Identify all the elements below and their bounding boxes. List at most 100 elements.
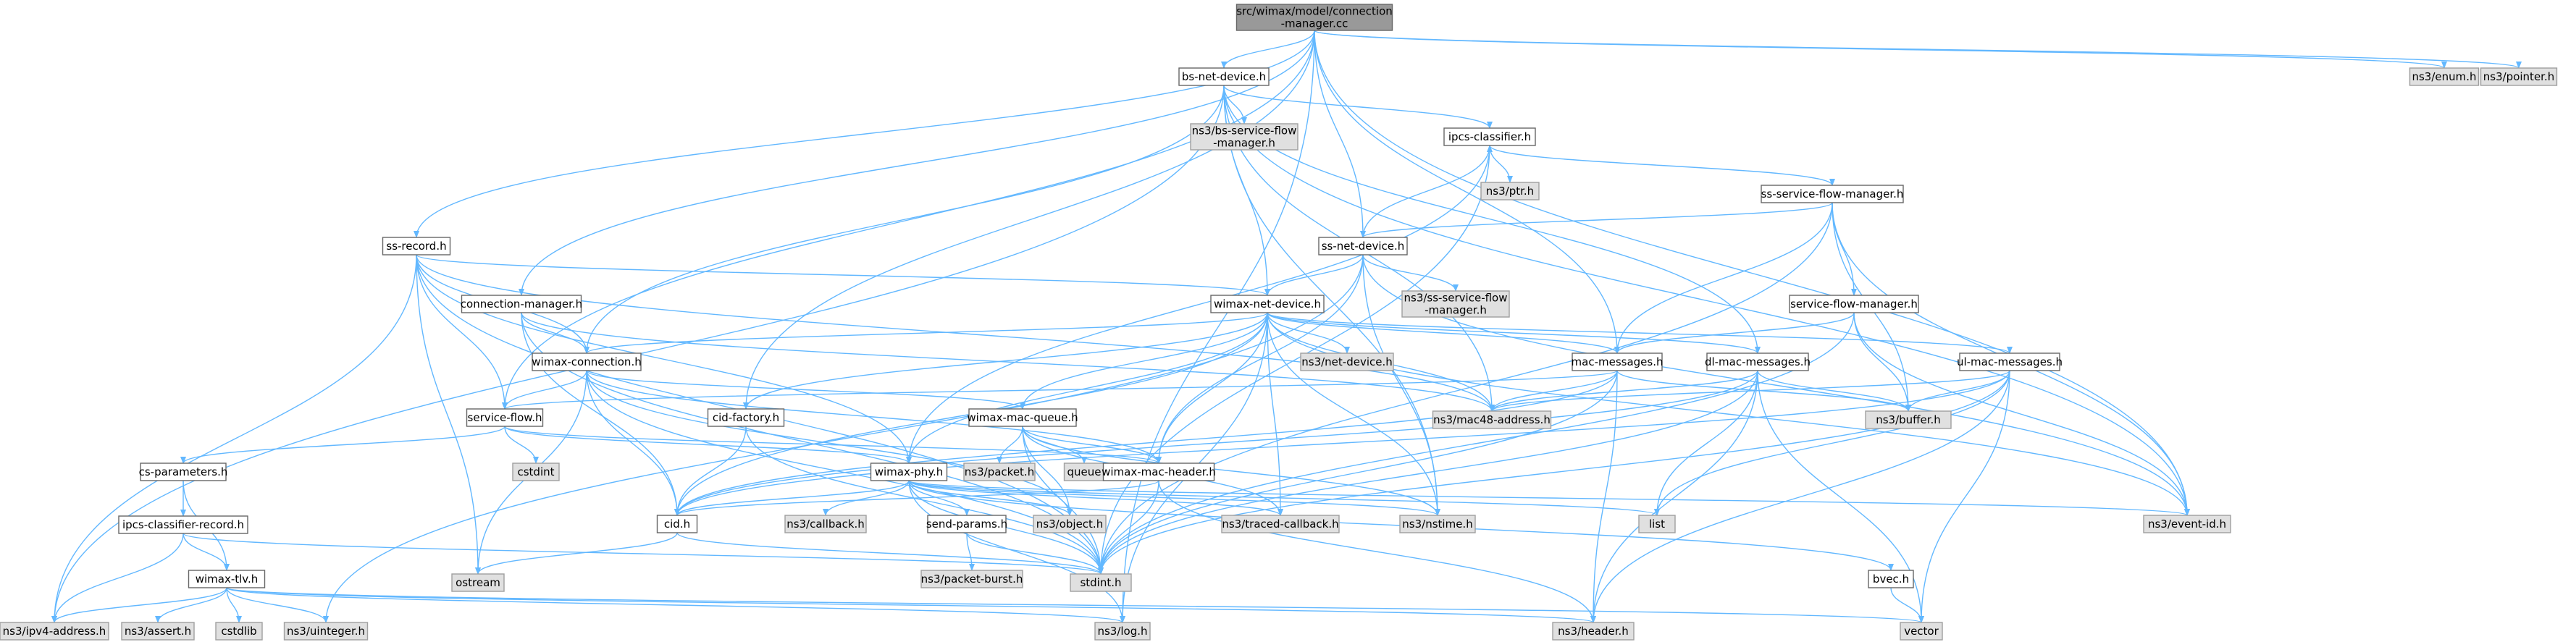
edge-wimax-connection-to-cid: [586, 370, 680, 516]
node-label-cstdlib: cstdlib: [221, 625, 256, 638]
node-traced-callback: ns3/traced-callback.h: [1221, 515, 1340, 533]
node-mac48-address: ns3/mac48-address.h: [1432, 410, 1552, 429]
edge-wimax-net-device-to-wimax-connection: [584, 312, 1268, 354]
node-log: ns3/log.h: [1094, 622, 1151, 641]
node-wimax-phy[interactable]: wimax-phy.h: [870, 463, 948, 481]
node-box-callback: [784, 515, 867, 533]
node-wimax-connection[interactable]: wimax-connection.h: [532, 352, 642, 371]
node-ss-net-device[interactable]: ss-net-device.h: [1318, 237, 1408, 255]
edge-ss-sfm-to-service-flow-manager: [1832, 202, 1857, 296]
node-label-service-flow: service-flow.h: [468, 411, 542, 424]
node-box-ptr: [1480, 182, 1540, 200]
edge-wimax-net-device-to-mac-messages: [1267, 312, 1620, 354]
node-box-ss-sfm: [1761, 185, 1904, 203]
node-label-root: src/wimax/model/connection: [1236, 5, 1393, 18]
node-connection-manager[interactable]: connection-manager.h: [461, 295, 582, 313]
node-bs-net-device[interactable]: bs-net-device.h: [1178, 67, 1270, 86]
node-wimax-tlv[interactable]: wimax-tlv.h: [188, 570, 266, 588]
edge-wimax-mac-queue-to-packet: [997, 426, 1023, 464]
edge-bs-net-device-to-ipcs-classifier: [1223, 85, 1493, 129]
node-box-connection-manager: [461, 295, 582, 313]
node-box-wimax-mac-queue: [968, 408, 1077, 427]
edge-service-flow-to-wimax-mac-header: [504, 426, 1162, 464]
edge-ul-mac-messages-to-list: [1654, 370, 2010, 516]
edge-root-to-log: [1120, 30, 1315, 623]
node-box-bvec: [1868, 570, 1914, 588]
node-label-bs-net-device: bs-net-device.h: [1182, 70, 1266, 83]
node-box-service-flow-manager: [1789, 295, 1919, 313]
node-wimax-mac-header[interactable]: wimax-mac-header.h: [1102, 463, 1216, 481]
node-label-uinteger: ns3/uinteger.h: [287, 625, 365, 638]
edge-mac-messages-to-service-flow: [502, 370, 1618, 410]
node-label-enum: ns3/enum.h: [2412, 70, 2476, 83]
node-box-object: [1033, 515, 1107, 533]
node-uinteger: ns3/uinteger.h: [283, 622, 369, 641]
edge-wimax-net-device-to-net-device: [1267, 312, 1350, 354]
node-layer: src/wimax/model/connection-manager.cc bs-…: [0, 4, 2558, 641]
node-box-enum: [2409, 67, 2480, 86]
edge-root-to-ss-net-device: [1314, 30, 1366, 238]
node-bvec[interactable]: bvec.h: [1868, 570, 1914, 588]
edge-ul-mac-messages-to-header: [1590, 370, 2010, 623]
edge-dl-mac-messages-to-mac48-address: [1489, 370, 1758, 412]
node-label-dl-mac-messages: dl-mac-messages.h: [1705, 355, 1811, 368]
node-cid-factory[interactable]: cid-factory.h: [707, 408, 785, 427]
edge-wimax-mac-queue-to-stdint: [1022, 426, 1104, 575]
node-cs-parameters[interactable]: cs-parameters.h: [139, 463, 228, 481]
node-wimax-net-device[interactable]: wimax-net-device.h: [1210, 295, 1325, 313]
node-box-cstdlib: [215, 622, 263, 641]
node-wimax-mac-queue[interactable]: wimax-mac-queue.h: [967, 408, 1078, 427]
node-mac-messages[interactable]: mac-messages.h: [1572, 352, 1664, 371]
edge-wimax-phy-to-object: [908, 480, 1073, 516]
node-box-mac-messages: [1572, 352, 1663, 371]
node-ptr: ns3/ptr.h: [1480, 182, 1540, 200]
edge-dl-mac-messages-to-buffer: [1757, 370, 1911, 412]
node-box-wimax-phy: [870, 463, 948, 481]
node-label-wimax-tlv: wimax-tlv.h: [196, 573, 259, 586]
edge-wimax-phy-to-send-params: [908, 480, 970, 516]
node-send-params[interactable]: send-params.h: [926, 515, 1007, 533]
edge-wimax-phy-to-log: [908, 480, 1125, 623]
node-label-buffer: ns3/buffer.h: [1876, 413, 1941, 426]
node-ul-mac-messages[interactable]: ul-mac-messages.h: [1957, 352, 2063, 371]
node-label-packet-burst: ns3/packet-burst.h: [921, 573, 1023, 586]
node-pointer: ns3/pointer.h: [2480, 67, 2558, 86]
node-label-ns3-ss-sfm: ns3/ss-service-flow: [1404, 292, 1508, 305]
node-label-cid: cid.h: [664, 518, 690, 531]
node-ipcs-classifier[interactable]: ipcs-classifier.h: [1443, 127, 1536, 146]
node-label-bs-sfm: ns3/bs-service-flow: [1192, 124, 1297, 138]
edge-service-flow-manager-to-mac-messages: [1614, 312, 1855, 354]
edge-ul-mac-messages-to-mac48-address: [1489, 370, 2010, 412]
node-label-bs-sfm: -manager.h: [1213, 137, 1275, 150]
node-box-ss-net-device: [1318, 237, 1408, 255]
node-service-flow-manager[interactable]: service-flow-manager.h: [1789, 295, 1919, 313]
node-label-send-params: send-params.h: [926, 518, 1007, 531]
node-box-dl-mac-messages: [1706, 352, 1809, 371]
node-box-cid-factory: [707, 408, 785, 427]
edge-wimax-tlv-to-header: [226, 587, 1596, 623]
edge-service-flow-to-cs-parameters: [180, 426, 505, 464]
node-box-packet-burst: [920, 570, 1023, 588]
edge-ul-mac-messages-to-vector: [1918, 370, 2010, 623]
node-cid[interactable]: cid.h: [656, 515, 698, 533]
node-ipcs-classifier-record[interactable]: ipcs-classifier-record.h: [118, 515, 248, 534]
node-ss-sfm[interactable]: ss-service-flow-manager.h: [1761, 185, 1904, 203]
edge-wimax-tlv-to-uinteger: [226, 587, 329, 623]
edge-dl-mac-messages-to-header: [1590, 370, 1758, 623]
node-dl-mac-messages[interactable]: dl-mac-messages.h: [1705, 352, 1811, 371]
node-box-send-params: [927, 515, 1007, 533]
edge-dl-mac-messages-to-cid: [674, 370, 1758, 516]
edge-ss-record-to-ostream: [416, 254, 481, 575]
node-root[interactable]: src/wimax/model/connection-manager.cc: [1235, 4, 1393, 31]
edge-ipcs-classifier-record-to-stdint: [182, 533, 1104, 575]
node-service-flow[interactable]: service-flow.h: [466, 408, 544, 427]
node-net-device: ns3/net-device.h: [1300, 352, 1394, 371]
node-bs-sfm: ns3/bs-service-flow-manager.h: [1190, 123, 1299, 151]
node-ostream: ostream: [451, 573, 505, 592]
node-box-ipcs-classifier-record: [118, 515, 248, 534]
edge-wimax-net-device-to-event-id: [1267, 312, 2190, 516]
node-ss-record[interactable]: ss-record.h: [382, 237, 451, 255]
node-queue: queue: [1063, 463, 1105, 481]
edge-root-to-mac-messages: [1314, 30, 1620, 354]
edge-send-params-to-stdint: [966, 532, 1104, 575]
